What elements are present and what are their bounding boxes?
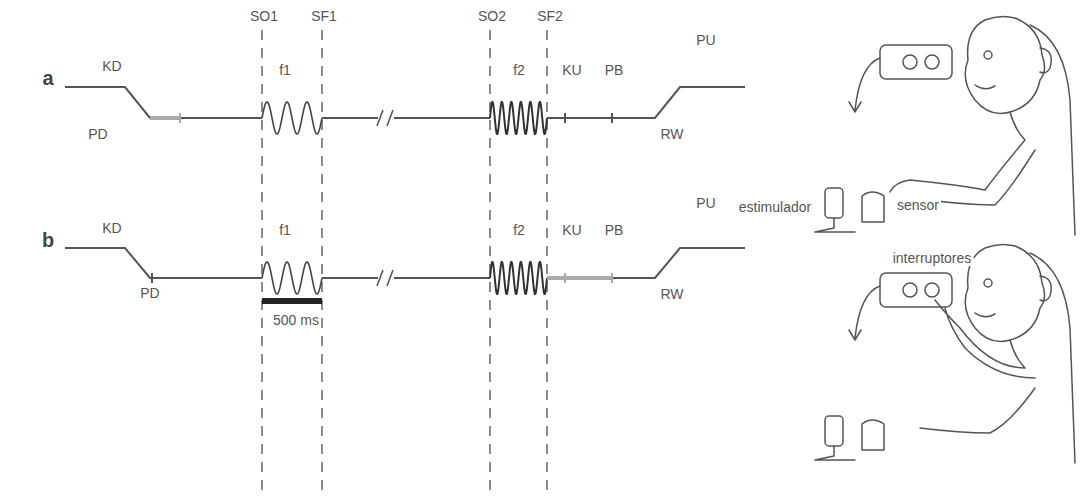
trace-line (65, 87, 262, 118)
monkey-head (965, 244, 1044, 341)
trace-line (322, 277, 378, 279)
event-tick (179, 113, 181, 123)
stimulator-stand (815, 218, 855, 232)
switch (903, 55, 917, 69)
event-label: f2 (511, 62, 527, 78)
event-label: KU (560, 62, 583, 78)
event-label: SO2 (476, 8, 508, 24)
event-label: PB (603, 62, 626, 78)
monkey-ear (1040, 48, 1051, 73)
sensor-block (862, 192, 884, 222)
event-label: f1 (277, 222, 293, 238)
switch-lever (849, 58, 880, 112)
event-label: KD (100, 220, 123, 236)
stimulator-stand (815, 446, 855, 460)
stimulator (825, 416, 843, 446)
event-label: RW (658, 286, 685, 302)
monkey-eye (984, 51, 992, 59)
event-label: PD (86, 126, 109, 142)
event-label: SF1 (309, 8, 339, 24)
panel-letter: b (40, 229, 56, 251)
f1-stimulus (262, 102, 322, 134)
event-label: RW (658, 126, 685, 142)
trace-line (547, 248, 745, 278)
switch (925, 283, 939, 297)
event-label: KD (100, 58, 123, 74)
event-markers (262, 30, 547, 497)
trial-trace (65, 87, 745, 134)
monkey-head (965, 16, 1044, 113)
break-mark (387, 110, 393, 126)
monkey-arm-rest (920, 388, 1035, 433)
monkey-back (1030, 253, 1075, 463)
dashed-marker (546, 30, 548, 497)
response-period (547, 276, 612, 280)
switch-panel (880, 273, 952, 307)
event-label: PU (694, 195, 717, 211)
monkey-back (1030, 25, 1075, 235)
event-label: estimulador (737, 199, 813, 215)
switch-lever (849, 286, 880, 340)
event-label: SF2 (535, 8, 565, 24)
event-label: KU (560, 222, 583, 238)
monkey-ear (1040, 276, 1051, 301)
break-mark (377, 270, 383, 286)
event-label: PU (694, 32, 717, 48)
trial-trace (65, 248, 745, 294)
event-tick (151, 273, 153, 283)
break-mark (387, 270, 393, 286)
monkey-illustration (815, 16, 1075, 235)
trace-line (394, 117, 490, 119)
trace-line (65, 248, 262, 278)
monkey-eye (984, 279, 992, 287)
response-period (150, 116, 180, 120)
stimulator (825, 188, 843, 218)
f1-stimulus (262, 262, 322, 294)
f2-stimulus (490, 102, 547, 134)
event-tick (611, 273, 613, 283)
event-label: PB (603, 222, 626, 238)
event-label: sensor (895, 197, 941, 213)
panel-letter: a (40, 67, 55, 89)
monkey-arm (935, 300, 1035, 378)
monkey-mouth (975, 313, 995, 317)
dashed-marker (321, 30, 323, 497)
switch (903, 283, 917, 297)
monkey-arm (890, 112, 1035, 205)
event-label: SO1 (248, 8, 280, 24)
event-tick (564, 273, 566, 283)
trace-line (322, 117, 378, 119)
event-tick (611, 113, 613, 123)
scale-bar (262, 298, 322, 304)
event-label: PD (138, 285, 161, 301)
dashed-marker (489, 30, 491, 497)
sensor-block (862, 420, 884, 450)
monkey-illustration (815, 244, 1075, 463)
trace-line (394, 277, 490, 279)
monkey-mouth (975, 85, 995, 89)
event-label: interruptores (891, 250, 974, 266)
event-label: f1 (277, 62, 293, 78)
switch-panel (880, 45, 952, 79)
event-label: f2 (511, 222, 527, 238)
event-label: 500 ms (271, 312, 321, 328)
switch (925, 55, 939, 69)
dashed-marker (261, 30, 263, 497)
trace-line (547, 87, 745, 118)
event-tick (564, 113, 566, 123)
f2-stimulus (490, 262, 547, 294)
break-mark (377, 110, 383, 126)
